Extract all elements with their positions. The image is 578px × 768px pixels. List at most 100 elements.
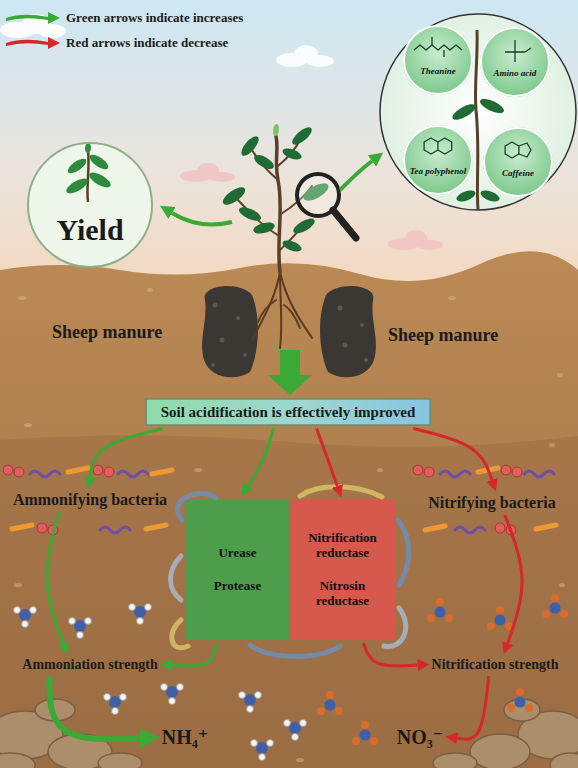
rock [98,753,142,768]
zoom-circle [505,40,531,62]
connector-group [47,429,522,740]
legend-row: Red arrows indicate decrease [4,30,243,55]
molecule [137,618,144,625]
molecule [370,737,378,745]
bacterium [512,467,522,477]
down-arrow [268,350,312,395]
tea-plant [291,216,317,237]
effect-arrow [172,643,217,666]
sheep-manure [343,343,348,348]
zoom-circle [505,142,519,158]
effect-arrow [413,429,492,481]
bacterium [425,526,445,530]
compound-circle: Amino acid [480,27,550,97]
ion-formula: NO₃⁻ [397,725,444,749]
molecule [361,721,369,729]
molecule [445,614,453,622]
legend-row: Green arrows indicate increases [4,5,243,30]
zoom-circle [432,37,444,57]
tea-plant [238,200,279,236]
sky [0,0,578,290]
root [252,272,280,340]
molecule [239,692,246,699]
soil-texture [147,288,153,292]
bacterium [536,525,556,529]
soil-texture [296,758,304,762]
effect-arrow [364,643,418,666]
molecule [495,615,506,626]
soil-texture [549,443,555,447]
soil-texture [18,296,26,300]
zoom-circle [403,25,473,95]
yield-illustration [64,143,113,197]
molecule [251,740,258,747]
zoom-circle [478,96,506,116]
soil-texture [14,288,565,762]
node-text: Caffeine [502,169,534,179]
rock [0,699,578,768]
bacterium [37,523,47,533]
protein-ribbon [170,487,408,657]
molecule [551,594,559,602]
tea-plant [281,146,303,161]
tea-plant [220,184,248,208]
enzyme-box: UreaseProtease [185,500,290,640]
legend-text: Red arrows indicate decrease [66,35,228,51]
soil-texture [377,468,383,472]
legend-swatch [6,12,60,24]
effect-arrow [90,429,163,478]
process-band: Soil acidification is effectively improv… [146,399,431,426]
tea-plant [252,150,278,180]
bacterium [14,467,24,477]
zoom-circle [424,138,438,154]
molecule [177,684,184,691]
root [258,300,276,322]
sheep-manure [213,303,218,308]
molecule [267,740,274,747]
strength-label: Ammoniation strength [22,657,157,673]
rock [550,753,578,768]
node-text: NO₃⁻ [397,725,444,749]
tea-plant [272,124,279,136]
compound-circle: Theanine [403,25,473,95]
node-text: Amino acid [494,69,537,79]
root [280,272,312,338]
compound-circle: Tea polyphenol [403,125,473,195]
zoom-circle [380,14,576,210]
molecule [515,697,526,708]
node-text: NH₄⁺ [162,725,209,749]
zoom-circle [483,127,553,197]
legend: Green arrows indicate increasesRed arrow… [4,5,243,55]
plant-arrow [172,213,232,225]
plant-arrow [340,161,372,190]
soil [0,435,578,768]
molecule [129,604,136,611]
legend-text: Green arrows indicate increases [66,10,243,26]
zoom-circle [450,101,478,123]
bacterium [100,527,130,533]
molecule [542,610,550,618]
effect-arrow [316,429,337,487]
bacterium [30,471,60,477]
soil-texture [559,583,565,587]
bacterium [104,467,114,477]
yield-illustration [28,143,152,267]
molecule [247,706,254,713]
tea-plant [276,136,280,272]
cloud [306,55,334,67]
molecule [436,598,444,606]
yield-illustration [87,170,113,191]
rock [433,753,477,768]
bacterium [3,465,13,475]
protein-ribbon [300,487,382,497]
tea-plant [252,152,276,172]
soil [0,251,578,768]
legend-swatch-frame [4,35,62,51]
effect-arrow [248,429,274,487]
bacterium [12,525,32,529]
molecule [14,607,21,614]
